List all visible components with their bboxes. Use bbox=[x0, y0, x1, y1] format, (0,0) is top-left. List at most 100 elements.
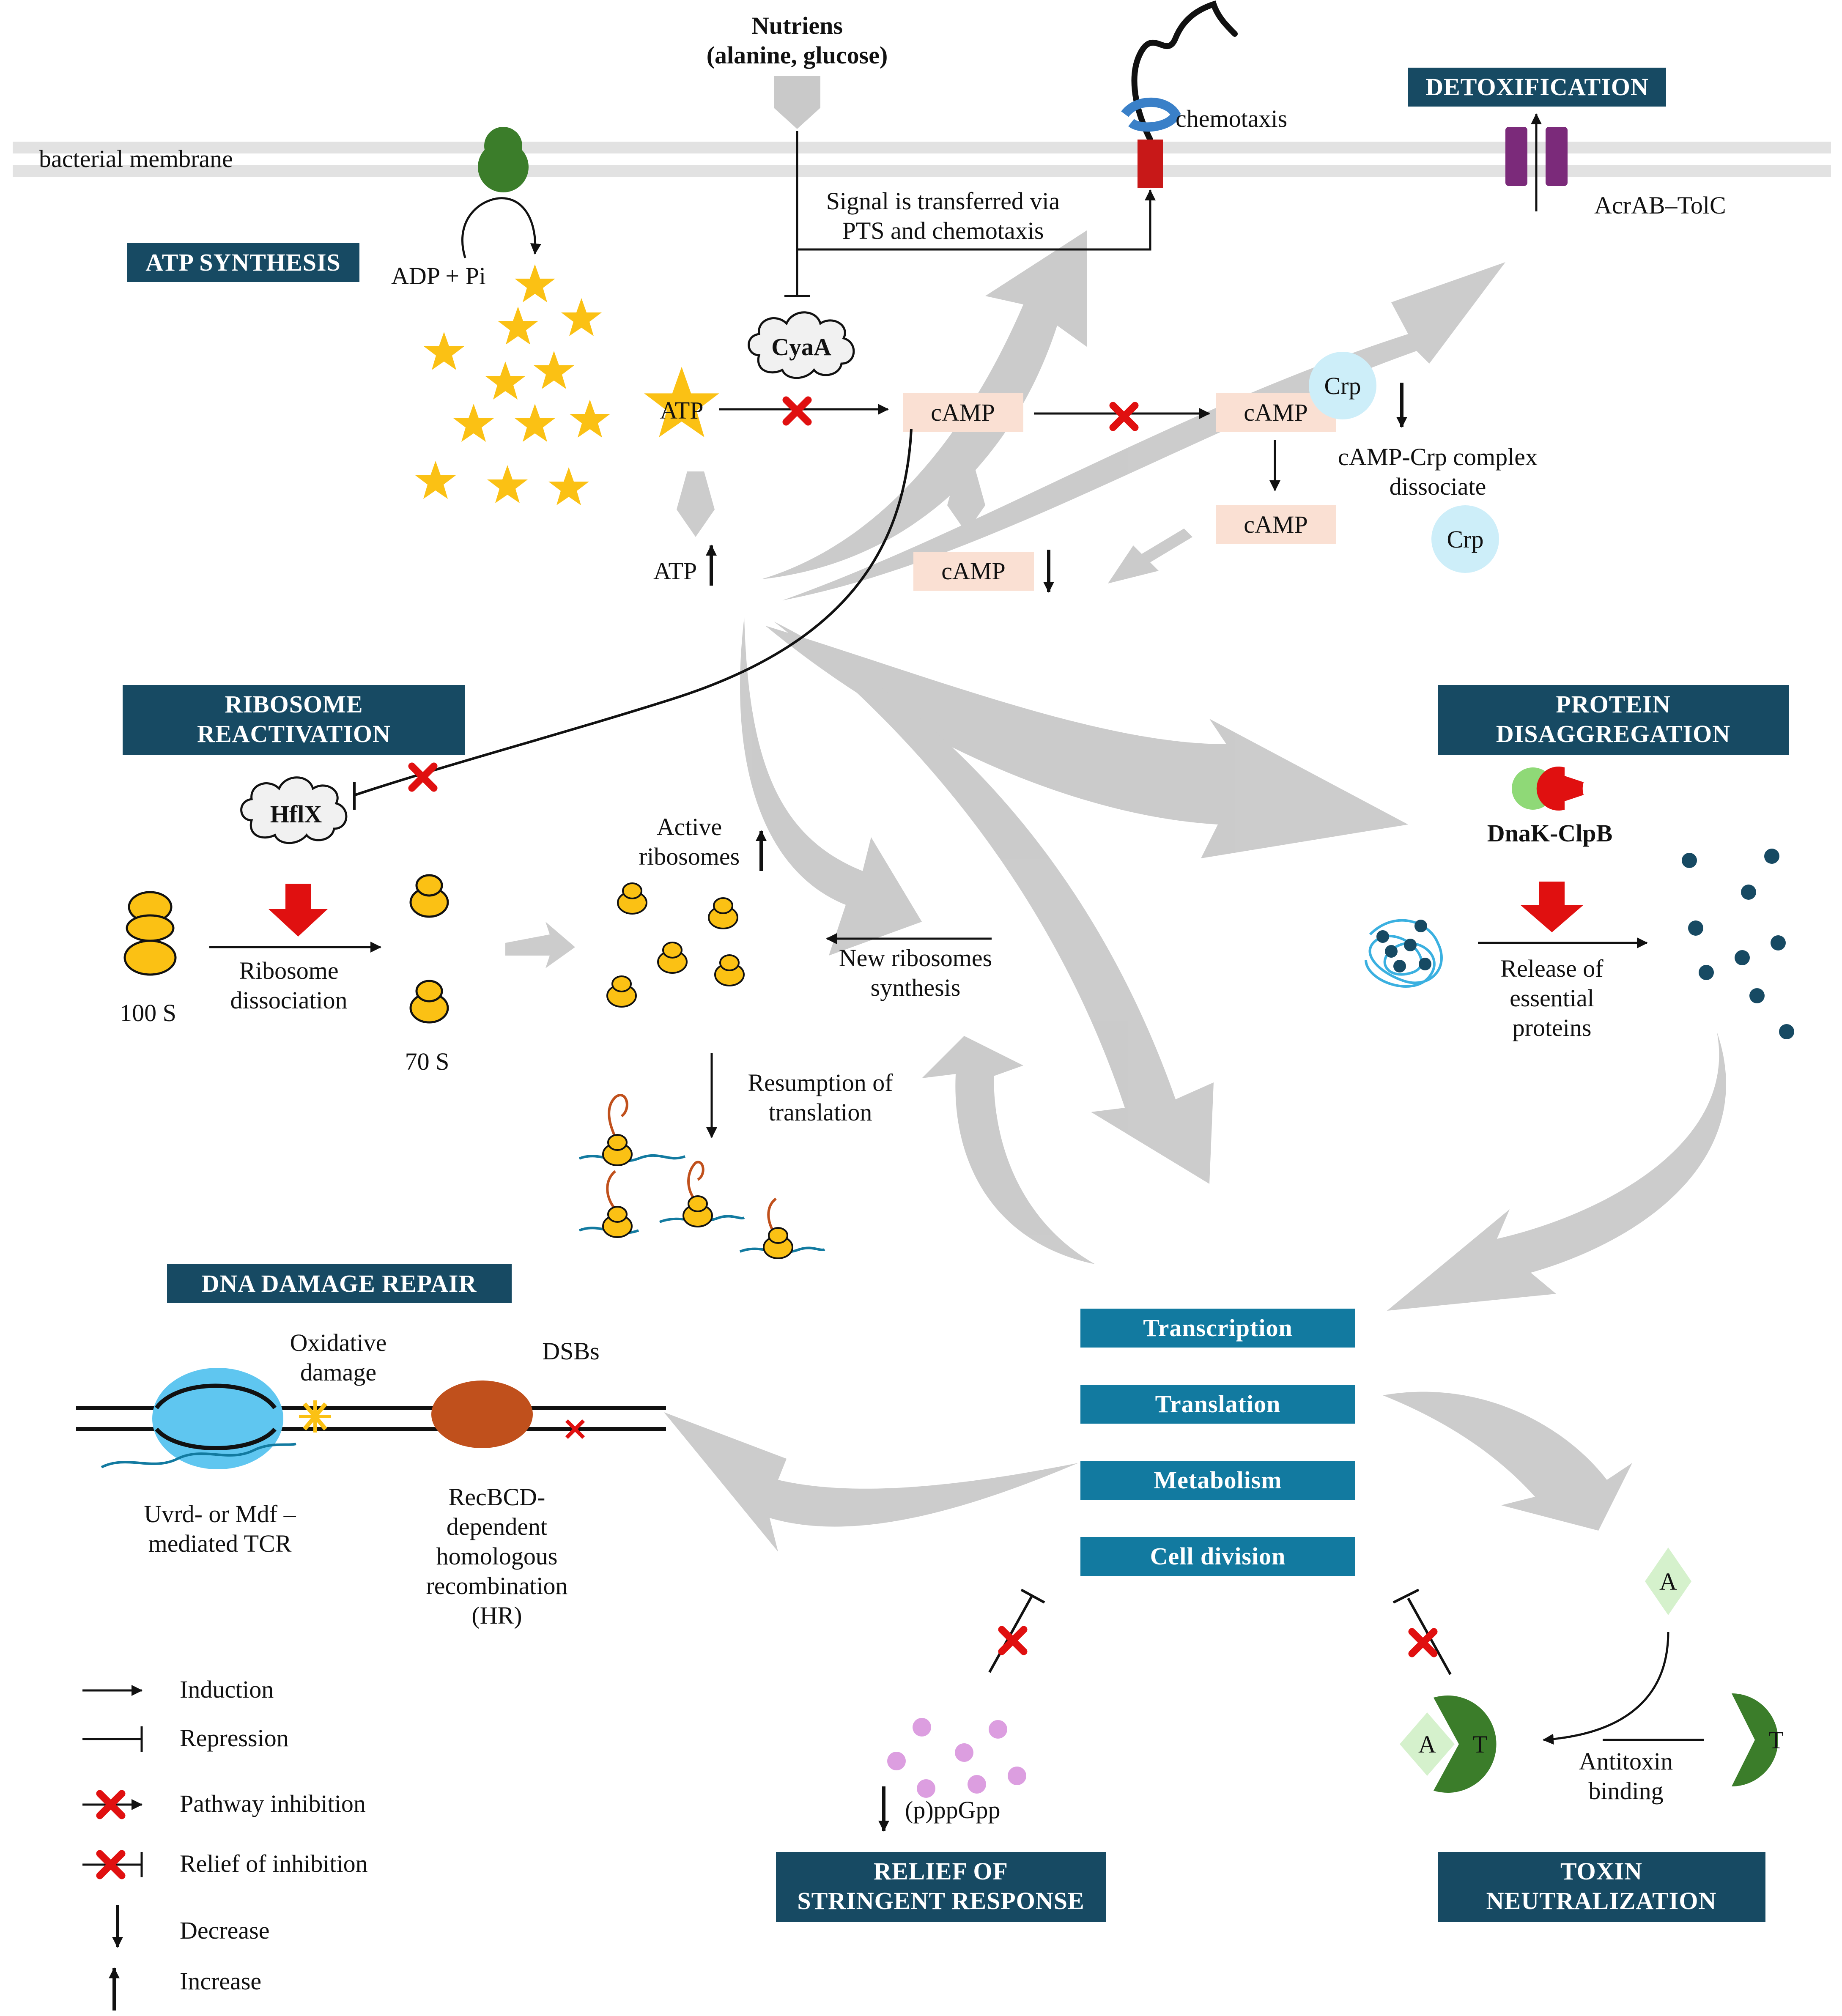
process-transcription: Transcription bbox=[1143, 1314, 1293, 1342]
ribosome-100s-icon bbox=[123, 891, 177, 976]
signal-line2: PTS and chemotaxis bbox=[842, 217, 1044, 244]
red-arrow-icon bbox=[1520, 882, 1584, 932]
pathway-inhibition-icon bbox=[786, 400, 808, 422]
protein-aggregate-icon bbox=[1365, 919, 1443, 988]
resumption-line1: Resumption of bbox=[748, 1069, 893, 1096]
released-proteins-dots bbox=[1682, 849, 1794, 1039]
complex-line2: dissociate bbox=[1390, 473, 1486, 500]
dsbs-label: DSBs bbox=[542, 1337, 599, 1365]
ribosome-70s-label: 70 S bbox=[405, 1048, 450, 1075]
svg-text:cAMP: cAMP bbox=[941, 557, 1005, 585]
svg-text:cAMP: cAMP bbox=[1244, 511, 1307, 538]
dna-damage-repair-title: DNA DAMAGE REPAIR bbox=[202, 1270, 477, 1297]
process-metabolism: Metabolism bbox=[1154, 1466, 1282, 1494]
protein-disaggregation-title-1: PROTEIN bbox=[1556, 690, 1670, 718]
red-arrow-icon bbox=[269, 884, 328, 937]
ppgpp-label: (p)ppGpp bbox=[905, 1796, 1000, 1824]
active-ribosomes-icon bbox=[606, 882, 745, 1008]
relief-stringent-title-2: STRINGENT RESPONSE bbox=[797, 1887, 1084, 1915]
antitoxin-binding-line2: binding bbox=[1588, 1777, 1663, 1805]
release-line2: essential bbox=[1510, 984, 1594, 1012]
toxin-neutralization-title-2: NEUTRALIZATION bbox=[1486, 1887, 1717, 1915]
bacterial-membrane bbox=[13, 142, 1831, 177]
toxin-neutralization-header bbox=[1438, 1852, 1765, 1922]
toxin-antitoxin-complex-icon bbox=[1434, 1695, 1497, 1793]
process-boxes bbox=[1080, 1309, 1355, 1576]
release-line1: Release of bbox=[1500, 955, 1604, 982]
process-translation: Translation bbox=[1155, 1390, 1281, 1418]
chemoreceptor-icon bbox=[1138, 140, 1163, 188]
dnak-clpb-label: DnaK-ClpB bbox=[1487, 819, 1613, 847]
complex-antitoxin-label: A bbox=[1418, 1731, 1436, 1758]
atp-label: ATP bbox=[660, 397, 703, 424]
active-line1: Active bbox=[657, 813, 722, 841]
camp-box-2: cAMP bbox=[1216, 393, 1336, 432]
rotation-arrow-icon bbox=[1121, 97, 1181, 132]
crp-icon bbox=[1309, 352, 1376, 419]
atp-stars bbox=[415, 264, 610, 505]
crp-icon bbox=[1431, 505, 1499, 573]
camp-box-1: cAMP bbox=[903, 393, 1023, 432]
signal-arrow bbox=[797, 189, 1156, 251]
ribosome-reactivation-title-2: REACTIVATION bbox=[197, 720, 391, 748]
legend-relief-of-inhibition: Relief of inhibition bbox=[180, 1850, 368, 1877]
antitoxin-label: A bbox=[1659, 1568, 1677, 1595]
hr-line2: dependent bbox=[447, 1513, 547, 1540]
svg-text:cAMP: cAMP bbox=[931, 399, 995, 426]
legend-decrease: Decrease bbox=[180, 1917, 270, 1944]
toxin-neutralization-title-1: TOXIN bbox=[1560, 1857, 1642, 1885]
crp-label-2: Crp bbox=[1447, 526, 1484, 553]
hr-line4: recombination bbox=[426, 1572, 567, 1600]
membrane-label: bacterial membrane bbox=[39, 145, 233, 173]
toxin-label: T bbox=[1768, 1726, 1783, 1754]
hr-line1: RecBCD- bbox=[449, 1483, 545, 1511]
svg-text:cAMP: cAMP bbox=[1244, 399, 1307, 426]
protein-disaggregation-title-2: DISAGGREGATION bbox=[1496, 720, 1730, 748]
ribosome-100s-label: 100 S bbox=[120, 999, 176, 1027]
tcr-line2: mediated TCR bbox=[148, 1530, 292, 1557]
active-line2: ribosomes bbox=[639, 843, 740, 870]
complex-line1: cAMP-Crp complex bbox=[1338, 443, 1538, 471]
ribosome-70s-icon bbox=[411, 875, 448, 1022]
relief-stringent-title-1: RELIEF OF bbox=[874, 1857, 1008, 1885]
camp-box-3: cAMP bbox=[1216, 505, 1336, 544]
acrab-tolc-pump-icon bbox=[1505, 113, 1568, 211]
camp-hflx-repression bbox=[355, 429, 913, 796]
relief-stringent-header bbox=[776, 1852, 1106, 1922]
ppgpp-dots bbox=[887, 1718, 1026, 1798]
legend: Induction Repression Pathway inhibition … bbox=[82, 1676, 368, 2011]
camp-box-4: cAMP bbox=[913, 552, 1034, 591]
oxidative-line1: Oxidative bbox=[290, 1329, 387, 1356]
dna-damage-repair-header bbox=[167, 1264, 512, 1303]
nutrients-title: Nutriens bbox=[751, 12, 843, 39]
detoxification-header bbox=[1408, 68, 1666, 107]
tcr-line1: Uvrd- or Mdf – bbox=[144, 1500, 296, 1528]
protein-disaggregation-header bbox=[1438, 685, 1789, 755]
toxin-icon bbox=[1732, 1693, 1778, 1786]
process-cell-division: Cell division bbox=[1150, 1542, 1286, 1570]
relief-of-inhibition-icon bbox=[1412, 1632, 1434, 1654]
translating-ribosome-units bbox=[602, 1134, 793, 1259]
release-line3: proteins bbox=[1513, 1014, 1592, 1041]
nutrient-arrow-icon bbox=[774, 76, 820, 129]
legend-induction: Induction bbox=[180, 1676, 274, 1703]
atp-synthesis-header bbox=[127, 243, 359, 282]
dnak-clpb-icon bbox=[1512, 767, 1584, 811]
pathway-inhibition-icon bbox=[1113, 405, 1135, 427]
hr-line5: (HR) bbox=[471, 1602, 522, 1629]
antitoxin-icon bbox=[1645, 1548, 1691, 1615]
atp-increase-label: ATP bbox=[653, 557, 697, 585]
dsb-icon bbox=[565, 1419, 585, 1439]
ribosome-reactivation-header bbox=[123, 685, 465, 755]
adp-pi-label: ADP + Pi bbox=[391, 262, 486, 290]
signal-line1: Signal is transferred via bbox=[826, 187, 1060, 215]
complex-toxin-label: T bbox=[1472, 1731, 1487, 1758]
dissociation-line1: Ribosome bbox=[239, 957, 338, 984]
acrab-label: AcrAB–TolC bbox=[1594, 192, 1726, 219]
hflx-label: HflX bbox=[270, 800, 322, 828]
new-ribosomes-line2: synthesis bbox=[871, 974, 961, 1001]
oxidative-line2: damage bbox=[300, 1359, 376, 1386]
legend-increase: Increase bbox=[180, 1967, 261, 1995]
